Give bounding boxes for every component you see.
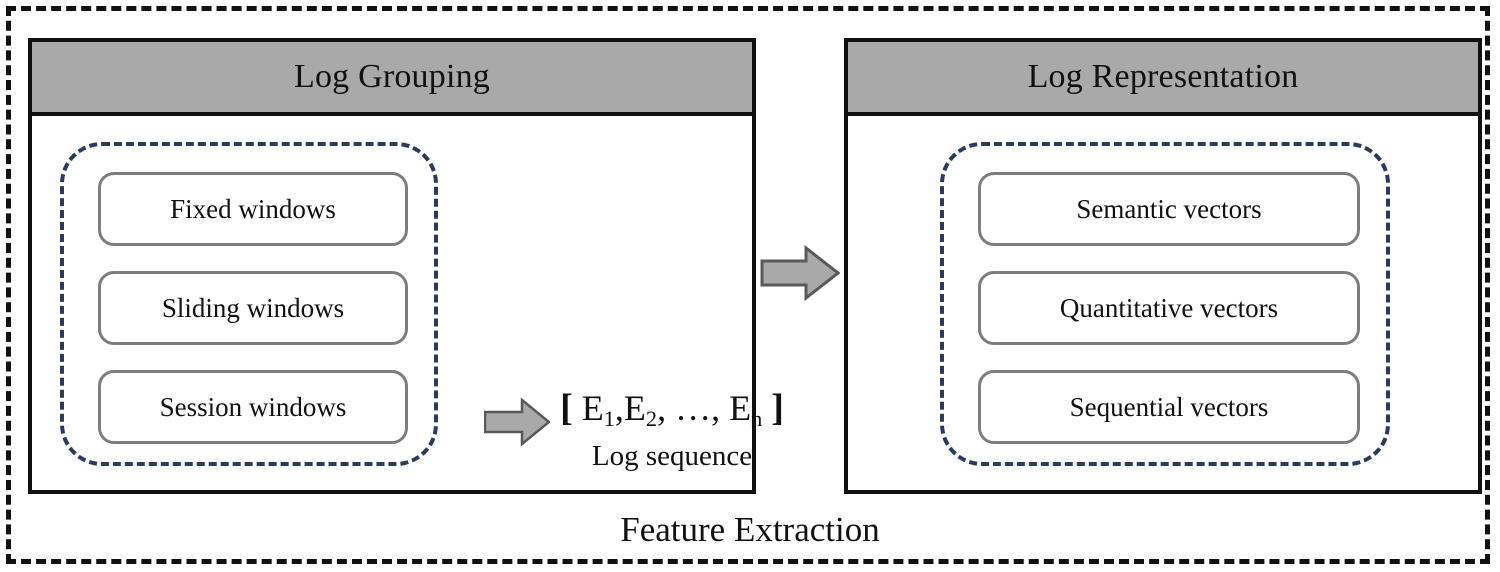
outer-dashed-container (6, 6, 1490, 564)
item-label-fixed-windows: Fixed windows (170, 193, 336, 224)
log-sequence-block: [ E1,E2, …, En ] Log sequence (552, 387, 792, 472)
log-sequence-sub-1: 1 (603, 406, 615, 432)
panel-body-log-grouping: Fixed windows Sliding windows Session wi… (32, 116, 784, 490)
item-label-semantic-vectors: Semantic vectors (1076, 193, 1262, 224)
panel-title-log-grouping: Log Grouping (294, 58, 490, 95)
item-box-session-windows[interactable]: Session windows (98, 370, 408, 444)
panel-header-log-representation: Log Representation (848, 42, 1478, 116)
log-sequence-caption: Log sequence (591, 439, 753, 472)
diagram-caption: Feature Extraction (620, 510, 880, 549)
arrow-right-icon-grouping-to-sequence (484, 398, 550, 446)
log-sequence-term-n: En (720, 388, 763, 432)
item-box-sequential-vectors[interactable]: Sequential vectors (978, 370, 1360, 444)
item-label-sequential-vectors: Sequential vectors (1069, 391, 1269, 422)
item-label-sliding-windows: Sliding windows (161, 292, 345, 323)
group-window-strategies: Fixed windows Sliding windows Session wi… (60, 142, 438, 466)
log-sequence-expression: [ E1,E2, …, En ] (552, 387, 792, 432)
panel-header-log-grouping: Log Grouping (32, 42, 752, 116)
arrow-right-icon-sequence-to-representation (760, 245, 840, 301)
group-vector-representations: Semantic vectors Quantitative vectors Se… (940, 142, 1390, 466)
log-sequence-sub-2: 2 (645, 406, 658, 432)
item-label-quantitative-vectors: Quantitative vectors (1059, 292, 1279, 323)
item-label-session-windows: Session windows (159, 391, 347, 422)
panel-log-representation: Log Representation Semantic vectors Quan… (844, 38, 1482, 494)
log-sequence-close-bracket: ] (771, 387, 784, 429)
panel-title-log-representation: Log Representation (1027, 58, 1299, 95)
log-sequence-term-1: E1, (572, 388, 624, 432)
log-sequence-open-bracket: [ (560, 387, 573, 429)
log-sequence-term-2: E2, (623, 388, 667, 432)
item-box-semantic-vectors[interactable]: Semantic vectors (978, 172, 1360, 246)
item-box-fixed-windows[interactable]: Fixed windows (98, 172, 408, 246)
item-box-sliding-windows[interactable]: Sliding windows (98, 271, 408, 345)
panel-log-grouping: Log Grouping Fixed windows Sliding windo… (28, 38, 784, 494)
log-sequence-ellipsis: …, (666, 388, 721, 428)
log-sequence-sub-n: n (751, 406, 763, 432)
panel-body-log-representation: Semantic vectors Quantitative vectors Se… (848, 116, 1478, 490)
item-box-quantitative-vectors[interactable]: Quantitative vectors (978, 271, 1360, 345)
